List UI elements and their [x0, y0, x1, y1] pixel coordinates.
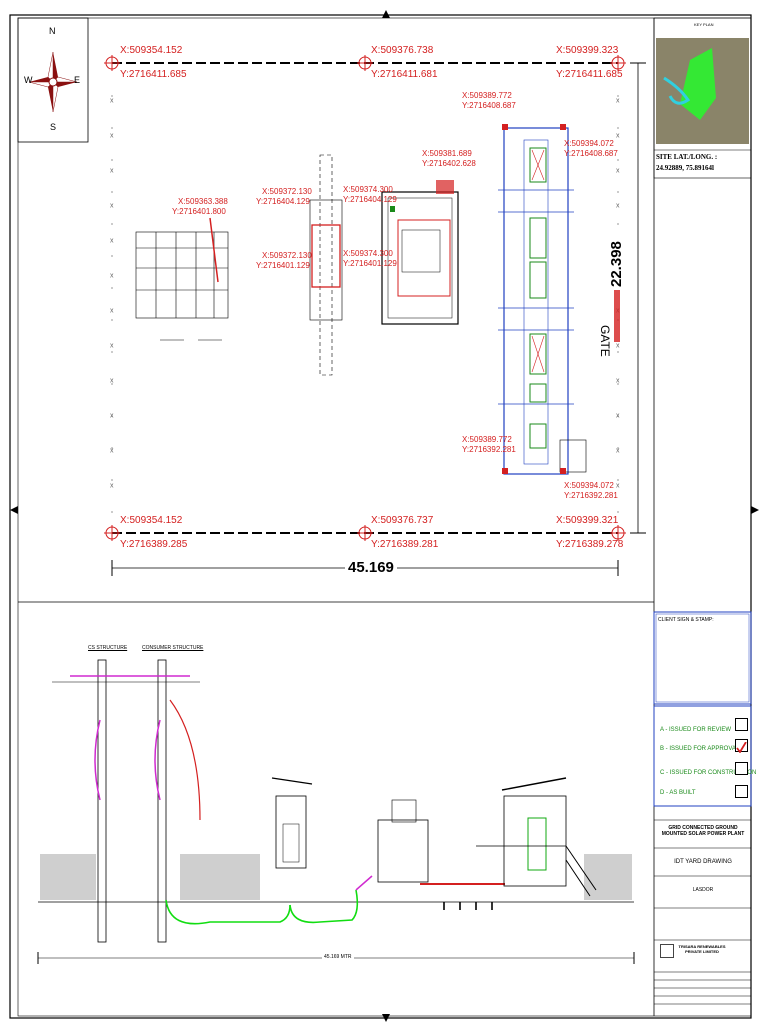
coord-n-y: Y:2716411.681 [371, 69, 438, 80]
company-name: TRISARA RENEWABLES PRIVATE LIMITED [678, 944, 726, 954]
fence-post-marker: x [110, 133, 114, 140]
coord-cr2-y: Y:2716408.687 [564, 149, 618, 158]
coord-tr2-y: Y:2716404.129 [343, 195, 397, 204]
coord-cr3-x: X:509389.772 [462, 435, 512, 444]
fence-post-marker: x [110, 483, 114, 490]
coord-se-x: X:509399.321 [556, 515, 619, 526]
fence-post-marker: x [616, 343, 620, 350]
compass-n: N [49, 26, 56, 36]
check-mark-icon [736, 741, 747, 754]
status-b-label: B - ISSUED FOR APPROVAL [660, 746, 740, 752]
module-structure [135, 217, 229, 341]
fence-post-marker: x [616, 98, 620, 105]
coord-sw-x: X:509354.152 [120, 515, 183, 526]
fence-post-marker: x [616, 483, 620, 490]
key-plan-map [656, 38, 749, 144]
coord-tr3-y: Y:2716401.129 [256, 261, 310, 270]
fence-post-marker: x [110, 203, 114, 210]
site-latlong-value: 24.92889, 75.89164l [656, 164, 714, 172]
coord-nw-y: Y:2716411.685 [120, 69, 187, 80]
width-dimension: 45.169 [345, 559, 397, 576]
fence-post-marker: x [110, 378, 114, 385]
cs-structure-label: CS STRUCTURE [88, 645, 128, 651]
fence-post-marker: x [110, 98, 114, 105]
fence-post-marker: x [616, 413, 620, 420]
coord-module-y: Y:2716401.800 [172, 207, 226, 216]
project-title: GRID CONNECTED GROUND MOUNTED SOLAR POWE… [661, 825, 745, 837]
coord-s-y: Y:2716389.281 [371, 539, 439, 550]
fence-post-marker: x [616, 378, 620, 385]
status-a-checkbox[interactable] [735, 718, 748, 731]
consumer-structure-label: CONSUMER STRUCTURE [142, 645, 204, 651]
coord-inv-x: X:509381.689 [422, 149, 472, 158]
fence-post-marker: x [616, 133, 620, 140]
fence-post-marker: x [110, 413, 114, 420]
fence-post-marker: x [110, 273, 114, 280]
coord-cr1-x: X:509389.772 [462, 91, 512, 100]
coord-s-x: X:509376.737 [371, 515, 434, 526]
fence-post-marker: x [110, 238, 114, 245]
gate-label: GATE [598, 325, 612, 357]
company-logo-icon [660, 944, 674, 958]
coord-se-y: Y:2716389.278 [556, 539, 624, 550]
height-dimension: 22.398 [608, 238, 625, 290]
compass-e: E [74, 75, 81, 85]
coord-tr1-y: Y:2716404.129 [256, 197, 310, 206]
fence-post-marker: x [616, 168, 620, 175]
coord-tr3-x: X:509372.130 [262, 251, 312, 260]
inverter-room [381, 180, 459, 325]
compass-rose-icon [28, 51, 78, 113]
compass-s: S [50, 122, 57, 132]
coord-inv-y: Y:2716402.628 [422, 159, 476, 168]
client-sign-label: CLIENT SIGN & STAMP: [658, 617, 714, 623]
coord-cr2-x: X:509394.072 [564, 139, 614, 148]
coord-cr3-y: Y:2716392.281 [462, 445, 516, 454]
location-name: LASDOR [692, 887, 714, 893]
fence-post-marker: x [110, 448, 114, 455]
transformer-bay [309, 154, 343, 376]
coord-cr1-y: Y:2716408.687 [462, 101, 516, 110]
coord-ne-y: Y:2716411.685 [556, 69, 623, 80]
coord-tr4-x: X:509374.300 [343, 249, 393, 258]
status-c-label: C - ISSUED FOR CONSTRUCTION [660, 770, 757, 776]
coord-cr4-x: X:509394.072 [564, 481, 614, 490]
status-d-checkbox[interactable] [735, 785, 748, 798]
site-latlong-label: SITE LAT./LONG. : [656, 153, 718, 161]
elevation-width-label: 45.169 MTR [322, 954, 354, 960]
elevation-view [37, 659, 635, 964]
coord-sw-y: Y:2716389.285 [120, 539, 188, 550]
control-room [498, 124, 587, 475]
status-a-label: A - ISSUED FOR REVIEW [660, 727, 732, 733]
title-block [653, 17, 752, 1005]
status-c-checkbox[interactable] [735, 762, 748, 775]
drawing-title: IDT YARD DRAWING [674, 859, 732, 865]
fence-post-marker: x [110, 343, 114, 350]
coord-tr4-y: Y:2716401.129 [343, 259, 397, 268]
coord-tr1-x: X:509372.130 [262, 187, 312, 196]
status-b-checkbox[interactable] [735, 739, 748, 754]
fence-post-marker: x [110, 308, 114, 315]
compass-w: W [24, 75, 33, 85]
compass-box [17, 17, 89, 143]
fence-post-marker: x [110, 168, 114, 175]
coord-cr4-y: Y:2716392.281 [564, 491, 618, 500]
coord-tr2-x: X:509374.300 [343, 185, 393, 194]
coord-ne-x: X:509399.323 [556, 45, 619, 56]
key-plan-title: KEY PLAN [694, 22, 714, 27]
coord-n-x: X:509376.738 [371, 45, 434, 56]
coord-nw-x: X:509354.152 [120, 45, 183, 56]
coord-module-x: X:509363.388 [178, 197, 228, 206]
status-d-label: D - AS BUILT [660, 790, 696, 796]
fence-post-marker: x [616, 448, 620, 455]
fence-post-marker: x [616, 203, 620, 210]
